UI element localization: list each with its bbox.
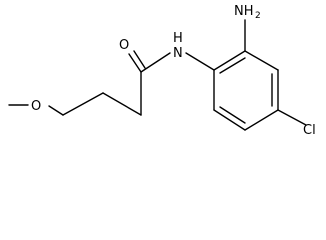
- bond-c2-c3: [102, 92, 142, 116]
- bonds: [8, 19, 307, 131]
- ring-bond-2: [244, 50, 279, 71]
- bond-carbonyl-2: [133, 50, 146, 69]
- ring-bond-1: [213, 50, 246, 71]
- structure-diagram: O O H N NH 2 Cl: [8, 4, 316, 137]
- molecule-canvas: O O H N NH 2 Cl: [8, 4, 316, 137]
- ring-bond-4: [244, 109, 279, 131]
- bond-n-ring: [185, 52, 215, 71]
- bond-c1-c2: [62, 92, 104, 116]
- amide-nitrogen-label: N: [173, 46, 183, 61]
- ring-double-1: [219, 57, 246, 74]
- ring-double-3: [219, 106, 246, 124]
- bond-carbonyl-1: [128, 53, 142, 73]
- chlorine-label: Cl: [303, 123, 316, 137]
- carbonyl-oxygen-label: O: [119, 38, 129, 53]
- ether-oxygen-label: O: [31, 99, 41, 114]
- bond-o-c1: [48, 105, 64, 116]
- ring-bond-5: [213, 109, 246, 131]
- bond-c4-n: [140, 52, 171, 73]
- amine-label: NH: [234, 4, 254, 19]
- atom-labels: O O H N NH 2 Cl: [31, 4, 316, 137]
- amide-hydrogen-label: H: [173, 31, 183, 46]
- amine-subscript-label: 2: [255, 11, 261, 21]
- bond-ring-cl: [277, 109, 307, 126]
